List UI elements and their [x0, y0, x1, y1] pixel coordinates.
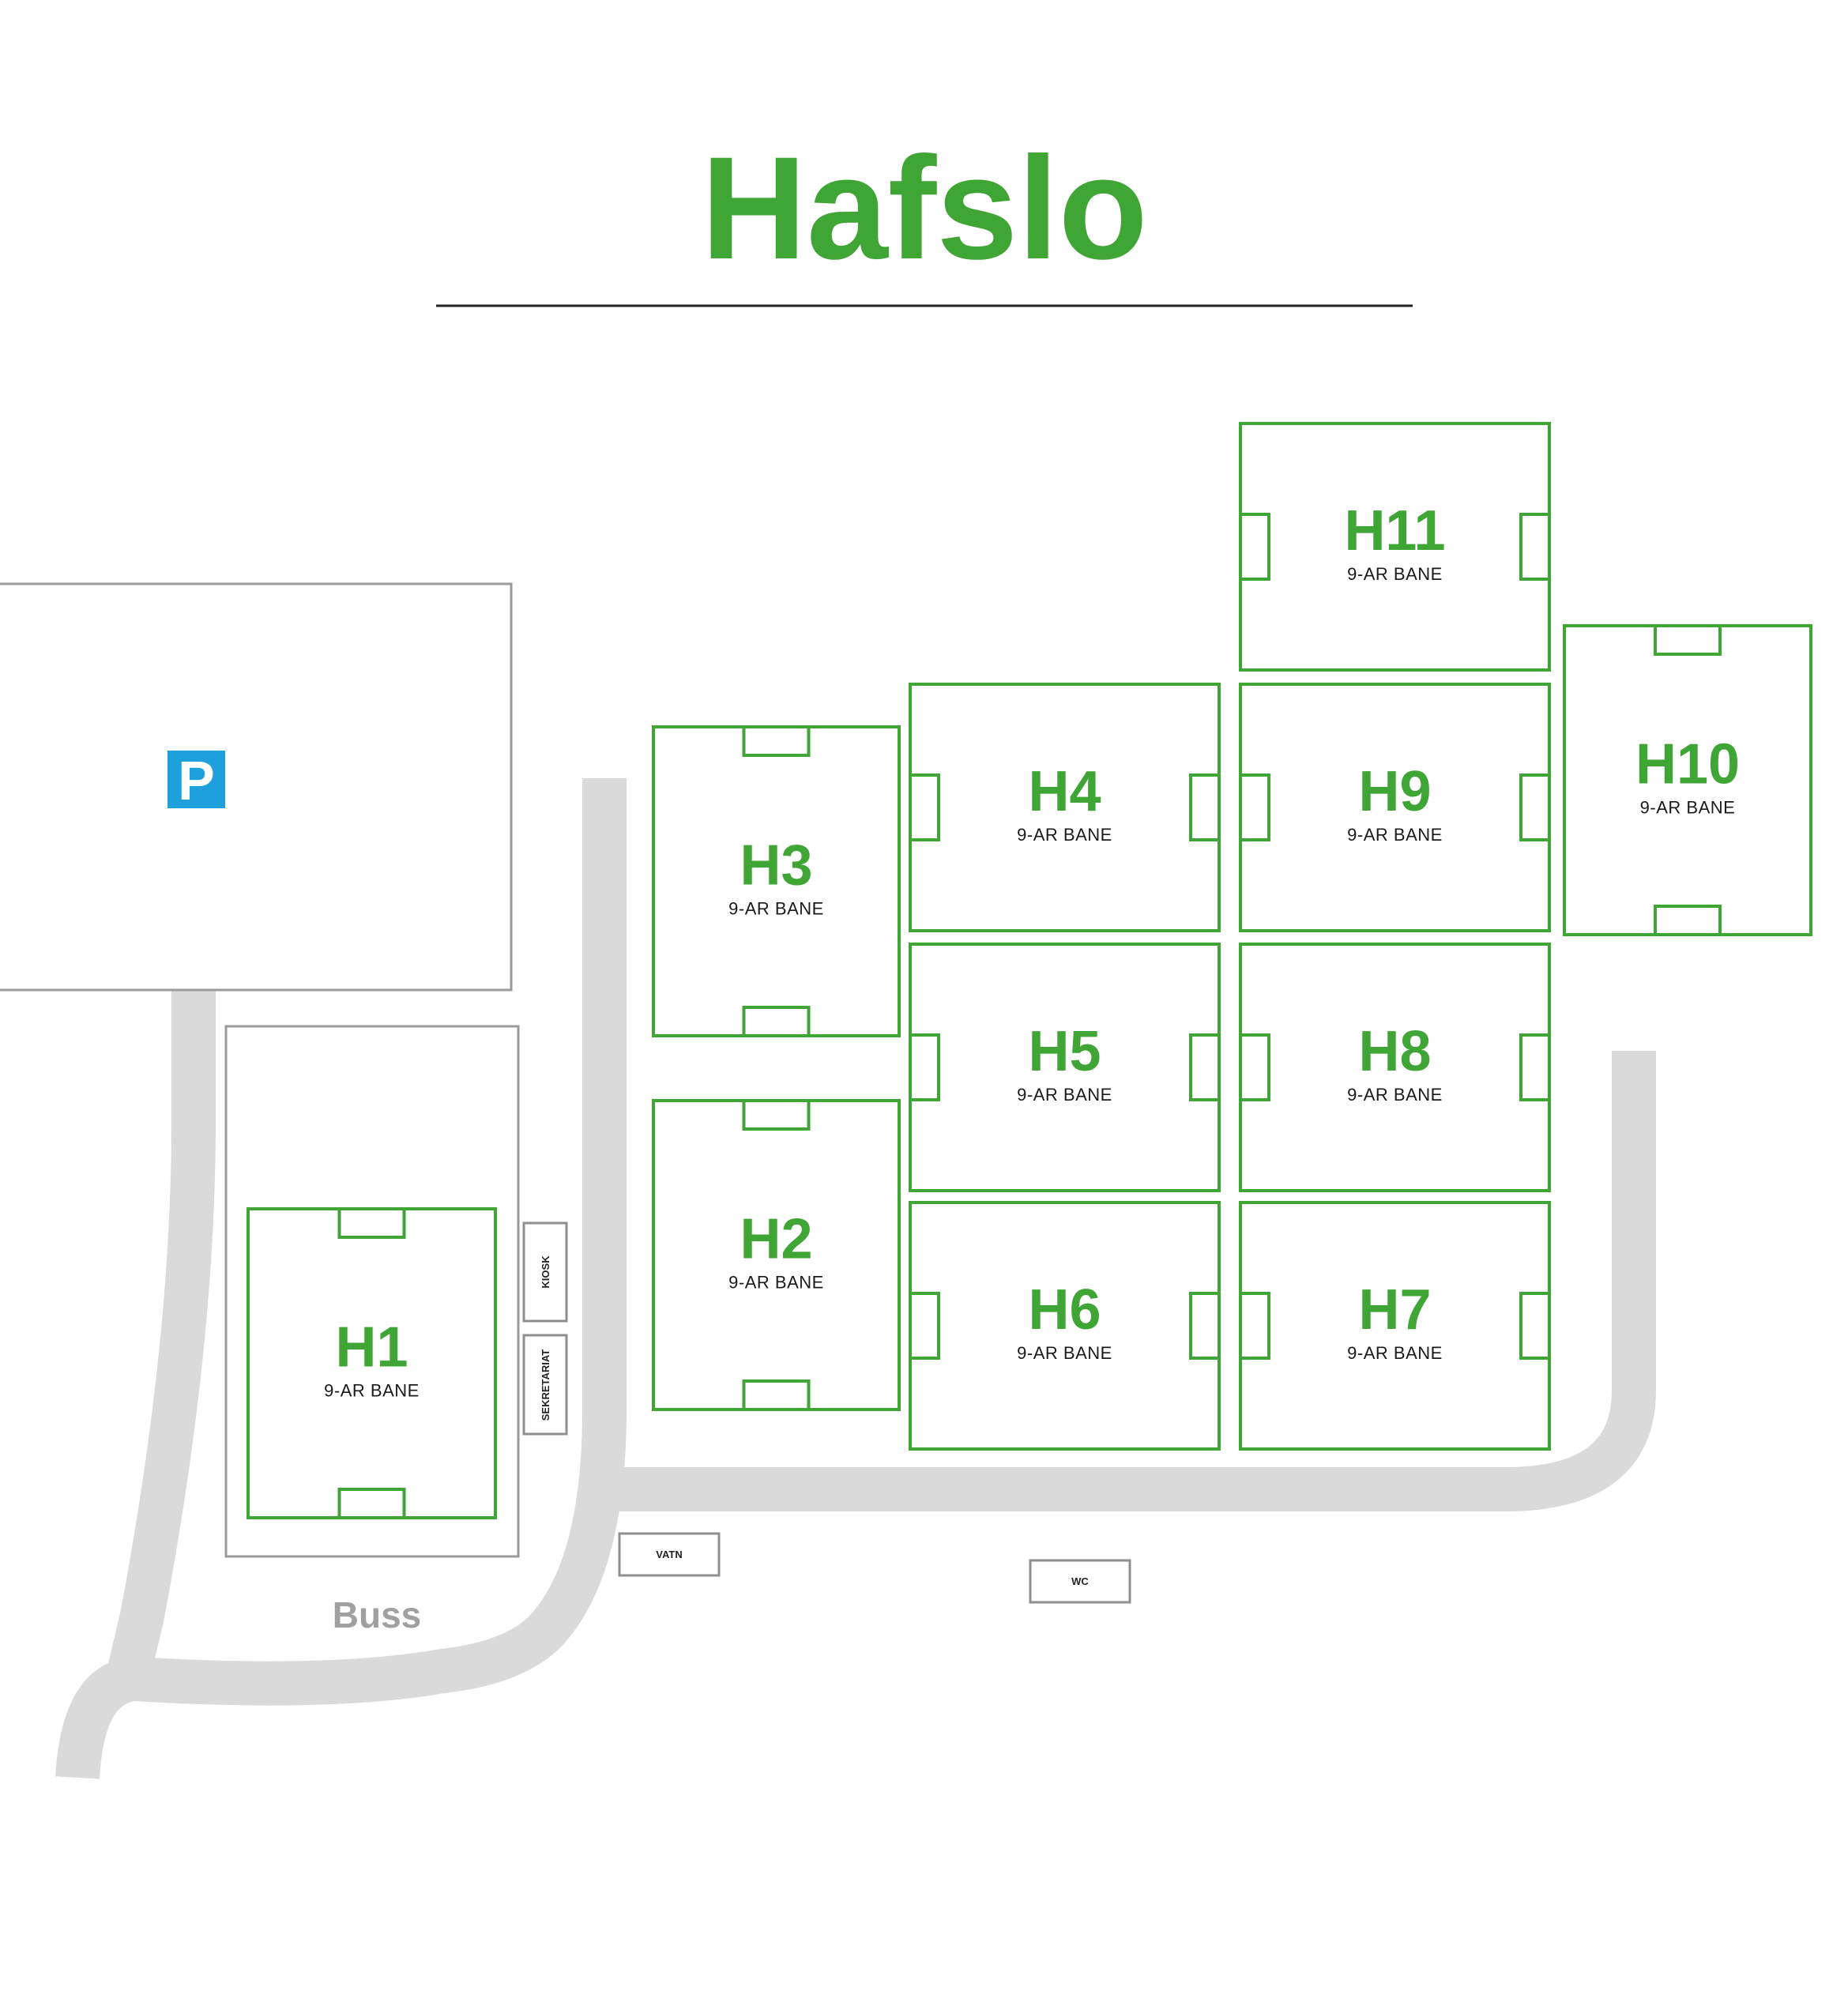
parking-sign-icon: P: [167, 750, 225, 811]
field-h1-goal-top: [337, 1207, 406, 1239]
field-h3-subtitle: 9-AR BANE: [728, 899, 824, 919]
wc-building: [1029, 1559, 1131, 1604]
field-h5-goal-left: [909, 1033, 940, 1101]
field-h10-goal-bottom: [1654, 905, 1722, 936]
field-h7-goal-right: [1519, 1292, 1551, 1360]
field-h9-boundary: [1239, 683, 1551, 932]
field-h6-goal-right: [1189, 1292, 1221, 1360]
field-h1: H19-AR BANE: [247, 1207, 497, 1519]
field-h2-goal-top: [742, 1099, 811, 1131]
field-h5-goal-right: [1189, 1033, 1221, 1101]
road-central: [55, 778, 627, 1779]
road-west: [104, 990, 216, 1688]
field-h2-name: H2: [740, 1208, 812, 1271]
secretariat-label: SEKRETARIAT: [540, 1349, 551, 1421]
road-main-loop: [604, 1051, 1656, 1511]
roads: [55, 778, 1656, 1779]
field-h2: H29-AR BANE: [652, 1099, 901, 1411]
field-h9: H99-AR BANE: [1239, 683, 1551, 932]
water-label: VATN: [656, 1549, 682, 1560]
field-h4-subtitle: 9-AR BANE: [1017, 825, 1112, 845]
field-h10-name: H10: [1635, 733, 1740, 796]
field-h6-subtitle: 9-AR BANE: [1017, 1343, 1112, 1363]
field-h4-boundary: [909, 683, 1221, 932]
field-h9-goal-left: [1239, 773, 1270, 841]
field-h8-boundary: [1239, 943, 1551, 1192]
field-h4: H49-AR BANE: [909, 683, 1221, 932]
field-h8-goal-left: [1239, 1033, 1270, 1101]
field-h2-boundary: [652, 1099, 901, 1411]
parking-lot: [0, 582, 513, 992]
parking-sign-letter: P: [178, 750, 215, 811]
field-h6-name: H6: [1028, 1278, 1101, 1342]
field-h10-goal-top: [1654, 624, 1722, 656]
wc-label: WC: [1071, 1575, 1089, 1587]
kiosk-building: [522, 1221, 568, 1323]
field-h3-goal-bottom: [742, 1006, 811, 1037]
field-h3: H39-AR BANE: [652, 725, 901, 1037]
field-h3-goal-top: [742, 725, 811, 757]
field-h2-goal-bottom: [742, 1379, 811, 1411]
field-h1-boundary: [247, 1207, 497, 1519]
field-h4-name: H4: [1028, 760, 1101, 823]
field-h10-subtitle: 9-AR BANE: [1640, 798, 1736, 818]
field-h8-name: H8: [1358, 1020, 1431, 1083]
map-title: Hafslo: [701, 127, 1147, 290]
field-h7-name: H7: [1358, 1278, 1431, 1342]
field-h11-goal-right: [1519, 513, 1551, 581]
field-h11-goal-left: [1239, 513, 1270, 581]
field-h8: H89-AR BANE: [1239, 943, 1551, 1192]
field-h11-subtitle: 9-AR BANE: [1347, 564, 1443, 584]
field-h9-name: H9: [1358, 760, 1431, 823]
field-h3-boundary: [652, 725, 901, 1037]
field-h4-goal-right: [1189, 773, 1221, 841]
field-h1-goal-bottom: [337, 1488, 406, 1519]
secretariat-building: [522, 1334, 568, 1436]
field-h10-boundary: [1563, 624, 1812, 936]
field-h1-name: H1: [335, 1316, 408, 1379]
field-h5: H59-AR BANE: [909, 943, 1221, 1192]
field-h7-subtitle: 9-AR BANE: [1347, 1343, 1443, 1363]
field-h11-name: H11: [1344, 499, 1445, 563]
field-h8-goal-right: [1519, 1033, 1551, 1101]
field-h6: H69-AR BANE: [909, 1201, 1221, 1451]
field-h7-goal-left: [1239, 1292, 1270, 1360]
field-h9-goal-right: [1519, 773, 1551, 841]
field-h6-goal-left: [909, 1292, 940, 1360]
parking-sign-background: [167, 751, 225, 808]
field-h9-subtitle: 9-AR BANE: [1347, 825, 1443, 845]
field-h2-subtitle: 9-AR BANE: [728, 1273, 824, 1293]
field-h7: H79-AR BANE: [1239, 1201, 1551, 1451]
kiosk-label: KIOSK: [540, 1255, 551, 1289]
kiosk: KIOSK: [522, 1221, 568, 1323]
field-h11-boundary: [1239, 422, 1551, 672]
water-station: VATN: [618, 1532, 721, 1577]
secretariat: SEKRETARIAT: [522, 1334, 568, 1436]
bus-stop-label: Buss: [333, 1594, 421, 1635]
water-building: [618, 1532, 721, 1577]
field-h3-name: H3: [740, 834, 812, 898]
wc: WC: [1029, 1559, 1131, 1604]
field-h1-subtitle: 9-AR BANE: [324, 1381, 420, 1401]
field-h8-subtitle: 9-AR BANE: [1347, 1085, 1443, 1105]
field-h5-subtitle: 9-AR BANE: [1017, 1085, 1112, 1105]
field-h5-name: H5: [1028, 1020, 1101, 1083]
field-h4-goal-left: [909, 773, 940, 841]
field-h5-boundary: [909, 943, 1221, 1192]
